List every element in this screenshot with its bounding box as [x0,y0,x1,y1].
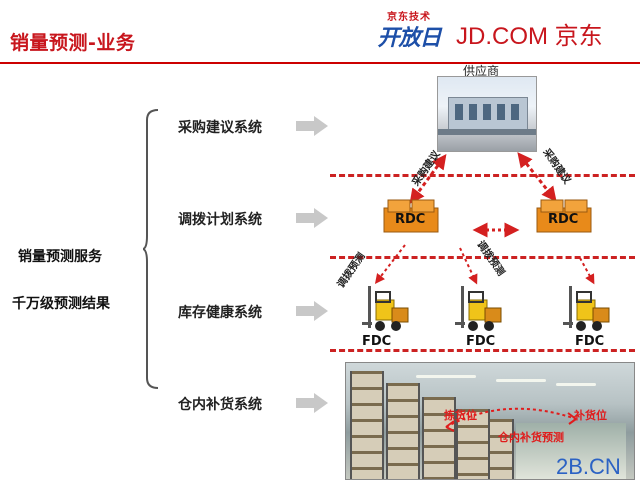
watermark: 2B.CN [556,454,621,479]
fdc-label: FDC [466,334,496,349]
arrow-right-icon [296,393,328,413]
fdc-label: FDC [362,334,392,349]
warehouse-label: 仓内补货预测 [498,431,564,444]
warehouse-label: 补货位 [574,409,607,422]
forklift-icon [362,286,409,331]
warehouse-image: 拣货位 补货位 仓内补货预测 [345,362,635,480]
forklift-icon [563,286,610,331]
dashed-divider [330,174,635,177]
system-label-allocation: 调拨计划系统 [178,212,262,228]
system-label-inventory: 库存健康系统 [178,305,262,321]
rdc-boxes-icon [383,199,439,233]
system-label-procurement: 采购建议系统 [178,120,262,136]
header-divider [0,62,640,64]
rdc-label: RDC [548,212,579,227]
replenishment-arrows [445,407,577,432]
fdc-label: FDC [575,334,605,349]
flow-arrows [374,152,595,285]
arrow-right-icon [296,116,328,136]
dashed-divider [330,349,635,352]
building-shape [448,97,528,131]
rdc-boxes-icon [536,199,592,233]
service-label: 销量预测服务 [18,249,102,265]
supplier-label: 供应商 [463,64,500,78]
building-base [438,129,536,135]
system-label-replenishment: 仓内补货系统 [178,397,262,413]
logo-big-text: 开放日 [377,26,441,51]
arrow-right-icon [296,208,328,228]
kaifangri-logo: 京东技术 开放日 [373,8,445,51]
logo-small-text: 京东技术 [387,12,431,23]
rdc-label: RDC [395,212,426,227]
brace-icon [143,109,159,389]
dashed-divider [330,256,635,259]
result-label: 千万级预测结果 [12,296,110,312]
jd-logo: JD.COM 京东 [456,23,603,50]
arrow-right-icon [296,301,328,321]
forklift-icon [455,286,502,331]
page-title: 销量预测-业务 [10,32,136,54]
supplier-building-image [437,76,537,152]
warehouse-label: 拣货位 [444,409,477,422]
